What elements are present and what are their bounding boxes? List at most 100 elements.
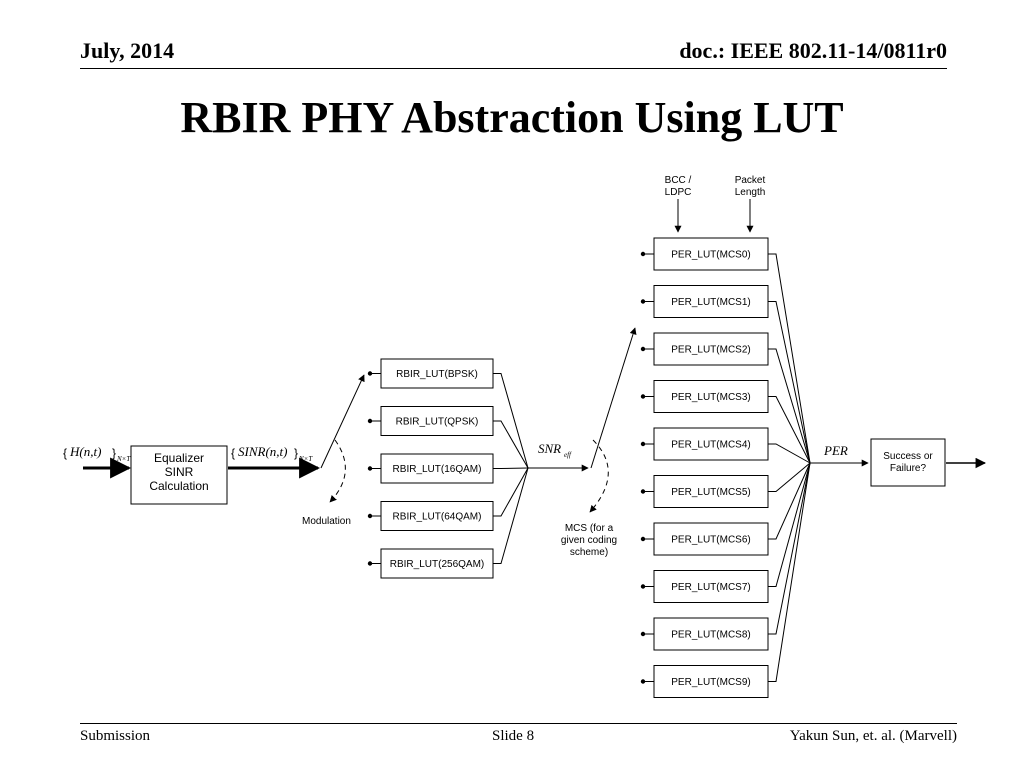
snr-eff-label: SNR eff: [538, 441, 572, 459]
input-subscript: N×T: [116, 455, 131, 463]
per-merge-line: [768, 348, 811, 464]
mcs-selector-arc: [589, 439, 609, 513]
rbir-lut-box: RBIR_LUT(16QAM): [367, 453, 529, 484]
per-merge-line: [768, 443, 811, 464]
input-open-brace: {: [63, 446, 67, 460]
header-doc-id: doc.: IEEE 802.11-14/0811r0: [679, 38, 947, 63]
rbir-lut-label: RBIR_LUT(QPSK): [396, 417, 479, 428]
per-merge-line: [768, 396, 811, 464]
per-merge-line: [768, 462, 811, 682]
per-lut-label: PER_LUT(MCS4): [671, 440, 750, 451]
mcs-label-line-1: MCS (for a: [565, 523, 614, 534]
footer-author: Yakun Sun, et. al. (Marvell): [789, 728, 957, 744]
per-lut-rect: [653, 380, 769, 413]
per-lut-label: PER_LUT(MCS9): [671, 677, 750, 688]
per-lut-label: PER_LUT(MCS3): [671, 392, 750, 403]
bcc-label-line-2: LDPC: [665, 187, 692, 198]
per-lut-rect: [653, 427, 769, 461]
rbir-merge-line: [493, 467, 529, 517]
per-lut-label: PER_LUT(MCS7): [671, 582, 750, 593]
per-lut-label: PER_LUT(MCS0): [671, 250, 750, 261]
snr-main: SNR: [538, 441, 561, 456]
rbir-lut-box: RBIR_LUT(QPSK): [367, 406, 529, 469]
rbir-lut-box: RBIR_LUT(64QAM): [367, 467, 529, 531]
per-lut-label: PER_LUT(MCS2): [671, 345, 750, 356]
per-lut-box: PER_LUT(MCS4): [640, 427, 811, 464]
rbir-merge-line: [493, 467, 529, 564]
per-label: PER: [823, 443, 848, 458]
result-line-1: Success or: [883, 451, 933, 462]
slide-title: RBIR PHY Abstraction Using LUT: [180, 93, 844, 142]
rbir-lut-rect: [380, 548, 494, 579]
rbir-lut-label: RBIR_LUT(256QAM): [390, 559, 484, 570]
modulation-label: Modulation: [302, 516, 351, 527]
per-lut-rect: [653, 475, 769, 508]
sinr-open-brace: {: [231, 446, 235, 460]
per-lut-rect: [653, 617, 769, 651]
mcs-label-line-3: scheme): [570, 547, 608, 558]
input-expr: H(n,t): [69, 444, 101, 459]
rbir-lut-box: RBIR_LUT(256QAM): [367, 467, 529, 579]
per-lut-rect: [653, 237, 769, 271]
rbir-merge-line: [493, 467, 529, 469]
input-close-brace: }: [112, 446, 116, 460]
per-merge-line: [768, 462, 811, 492]
equalizer-line-1: Equalizer: [154, 451, 204, 465]
equalizer-sinr-box: Equalizer SINR Calculation: [130, 445, 228, 505]
per-lut-label: PER_LUT(MCS5): [671, 487, 750, 498]
rbir-lut-group: RBIR_LUT(BPSK) RBIR_LUT(QPSK) RBIR_LUT(16Q…: [367, 358, 529, 579]
snr-subscript: eff: [564, 451, 572, 459]
sinr-expr: SINR(n,t): [238, 444, 287, 459]
rbir-lut-label: RBIR_LUT(64QAM): [393, 512, 482, 523]
per-lut-label: PER_LUT(MCS6): [671, 535, 750, 546]
packet-label-line-1: Packet: [735, 175, 766, 186]
per-lut-box: PER_LUT(MCS6): [640, 462, 811, 556]
per-lut-box: PER_LUT(MCS1): [640, 285, 811, 464]
footer-slide-number: Slide 8: [492, 728, 535, 744]
per-merge-line: [768, 462, 811, 540]
mcs-label-line-2: given coding: [561, 535, 617, 546]
result-line-2: Failure?: [890, 463, 927, 474]
mcs-switch-line: [590, 327, 637, 469]
modulation-switch-line: [320, 374, 365, 469]
header-date: July, 2014: [80, 38, 175, 63]
equalizer-line-3: Calculation: [149, 479, 208, 493]
footer-divider: [80, 723, 957, 724]
per-lut-rect: [653, 332, 769, 366]
rbir-lut-box: RBIR_LUT(BPSK): [367, 358, 529, 469]
rbir-lut-label: RBIR_LUT(16QAM): [393, 464, 482, 475]
per-lut-label: PER_LUT(MCS1): [671, 297, 750, 308]
per-lut-box: PER_LUT(MCS2): [640, 332, 811, 464]
modulation-selector-arc: [329, 439, 346, 503]
per-merge-line: [768, 301, 811, 464]
rbir-lut-label: RBIR_LUT(BPSK): [396, 369, 478, 380]
per-lut-rect: [653, 570, 769, 603]
per-lut-box: PER_LUT(MCS8): [640, 462, 811, 651]
rbir-merge-line: [493, 420, 529, 469]
per-lut-box: PER_LUT(MCS0): [640, 237, 811, 464]
per-lut-box: PER_LUT(MCS7): [640, 462, 811, 603]
per-lut-box: PER_LUT(MCS5): [640, 462, 811, 508]
rbir-lut-rect: [380, 501, 494, 531]
bcc-label-line-1: BCC /: [665, 175, 692, 186]
per-lut-box: PER_LUT(MCS9): [640, 462, 811, 698]
per-merge-line: [768, 462, 811, 587]
sinr-subscript: N×T: [298, 455, 313, 463]
equalizer-line-2: SINR: [165, 465, 194, 479]
sinr-close-brace: }: [294, 446, 298, 460]
sinr-label: { SINR(n,t) } N×T: [231, 444, 313, 463]
channel-input-label: { H(n,t) } N×T: [63, 444, 131, 463]
packet-label-line-2: Length: [735, 187, 766, 198]
per-lut-rect: [653, 285, 769, 318]
per-lut-group: PER_LUT(MCS0) PER_LUT(MCS1) PER_LUT(MCS2) P…: [640, 237, 811, 698]
header-divider: [80, 68, 947, 69]
per-lut-label: PER_LUT(MCS8): [671, 630, 750, 641]
success-failure-box: Success or Failure?: [870, 438, 946, 487]
per-lut-box: PER_LUT(MCS3): [640, 380, 811, 464]
footer-submission: Submission: [80, 728, 151, 744]
per-merge-line: [768, 462, 811, 635]
rbir-merge-line: [493, 373, 529, 469]
rbir-lut-rect: [380, 453, 494, 484]
